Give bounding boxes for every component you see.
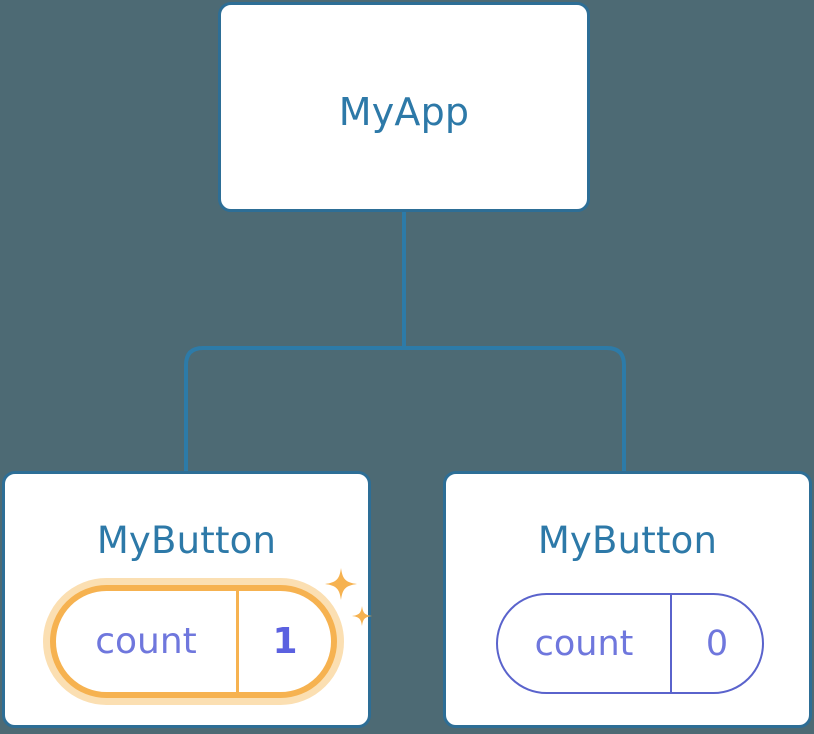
prop-value-right: 0 (705, 623, 729, 664)
node-mybutton-right-title: MyButton (537, 519, 718, 562)
node-mybutton-right[interactable]: MyButton count 0 (443, 471, 812, 728)
sparkle-small-icon (352, 606, 372, 626)
prop-badge-count-right[interactable]: count 0 (496, 593, 764, 694)
prop-badge-count-left[interactable]: count 1 (50, 585, 337, 698)
node-myapp-title: MyApp (338, 90, 470, 134)
prop-key-left: count (56, 591, 239, 692)
edge-branch-to-left (184, 346, 404, 473)
sparkles-group (325, 568, 372, 626)
prop-key-right: count (498, 595, 672, 692)
sparkle-large-icon (325, 568, 357, 600)
node-myapp[interactable]: MyApp (218, 2, 590, 212)
node-mybutton-left[interactable]: MyButton count 1 (2, 471, 372, 728)
prop-badge-left-wrapper: count 1 (43, 578, 344, 705)
prop-value-left: 1 (272, 621, 298, 662)
edge-branch-to-right (404, 346, 626, 473)
node-mybutton-left-title: MyButton (96, 519, 277, 562)
